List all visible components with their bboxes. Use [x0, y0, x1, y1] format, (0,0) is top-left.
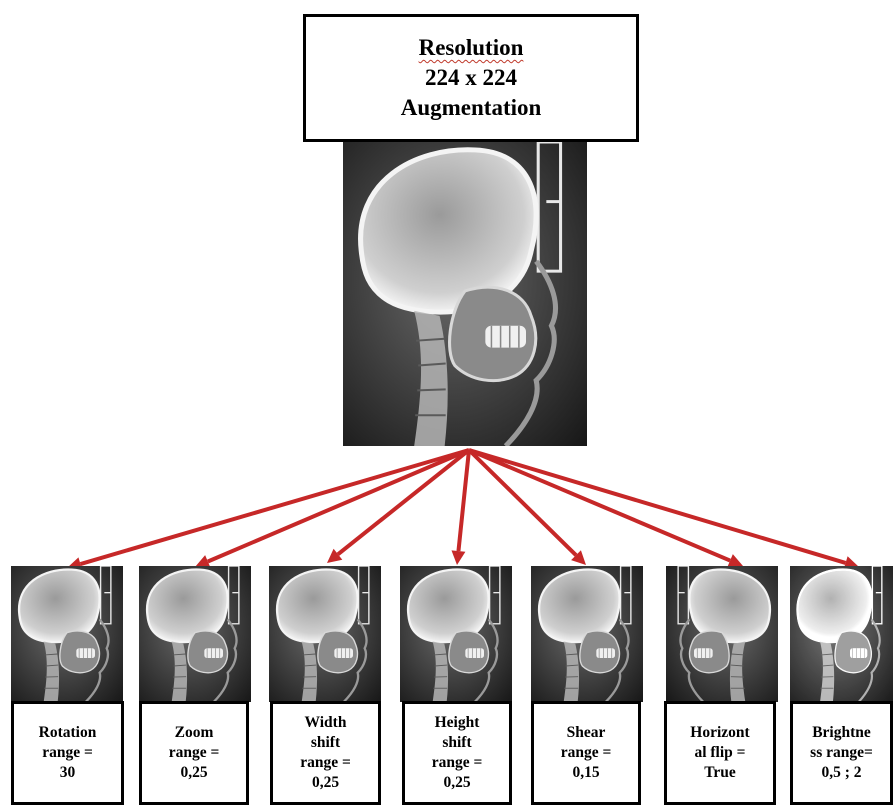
arrow-shaft [458, 450, 469, 551]
arrow-shaft [80, 450, 469, 564]
height-shift-box: Height shift range = 0,25 [402, 701, 512, 805]
width-shift-box: Width shift range = 0,25 [270, 701, 381, 805]
horizontal-flip-arrow [469, 450, 743, 567]
arrow-shaft [208, 450, 469, 562]
brightness-arrow [469, 450, 859, 570]
zoom-arrow [195, 450, 469, 568]
shear-box: Shear range = 0,15 [531, 701, 641, 805]
arrow-head [571, 550, 586, 565]
shear-arrow [469, 450, 586, 565]
width-shift-label: Width shift range = 0,25 [300, 713, 351, 793]
zoom-xray-thumbnail [139, 566, 251, 702]
arrow-head [327, 549, 342, 563]
horizontal-flip-label: Horizont al flip = True [690, 723, 749, 783]
resolution-augmentation-box: Resolution 224 x 224 Augmentation [303, 14, 639, 142]
arrow-shaft [469, 450, 576, 555]
rotation-xray-thumbnail [11, 566, 123, 702]
height-shift-label: Height shift range = 0,25 [432, 713, 483, 793]
rotation-label: Rotation range = 30 [39, 723, 97, 783]
zoom-box: Zoom range = 0,25 [139, 701, 249, 805]
arrow-shaft [469, 450, 846, 563]
shear-xray-thumbnail [531, 566, 643, 702]
brightness-xray-thumbnail [790, 566, 893, 702]
arrow-shaft [469, 450, 730, 561]
height-shift-arrow [451, 450, 469, 565]
arrow-head [451, 550, 465, 565]
resolution-label: Resolution [419, 33, 524, 63]
rotation-arrow [67, 450, 469, 571]
horizontal-flip-box: Horizont al flip = True [664, 701, 776, 805]
height-shift-xray-thumbnail [400, 566, 512, 702]
width-shift-arrow [327, 450, 469, 563]
horizontal-flip-xray-thumbnail [666, 566, 778, 702]
cephalometric-xray-image [343, 142, 587, 446]
rotation-box: Rotation range = 30 [11, 701, 124, 805]
brightness-box: Brightne ss range= 0,5 ; 2 [790, 701, 893, 805]
brightness-label: Brightne ss range= 0,5 ; 2 [810, 723, 873, 783]
resolution-value: 224 x 224 [425, 63, 517, 93]
width-shift-xray-thumbnail [269, 566, 381, 702]
augmentation-label: Augmentation [401, 93, 542, 123]
shear-label: Shear range = 0,15 [561, 723, 612, 783]
zoom-label: Zoom range = 0,25 [169, 723, 220, 783]
arrow-shaft [338, 450, 469, 554]
